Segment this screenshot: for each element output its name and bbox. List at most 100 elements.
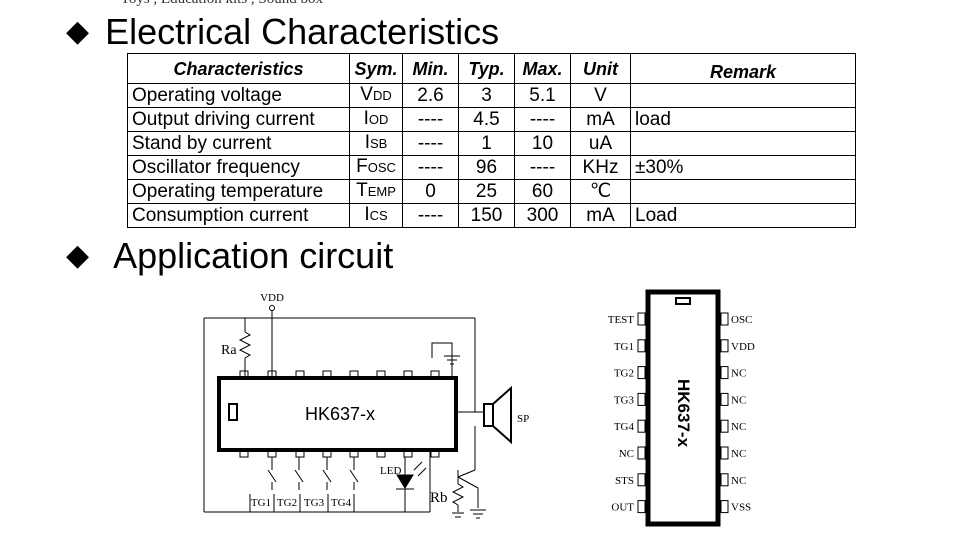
diamond-bullet-icon: ◆ <box>66 15 90 48</box>
characteristic-cell: Operating temperature <box>127 179 350 204</box>
rb-label: Rb <box>430 490 448 506</box>
tg-switches <box>267 457 359 490</box>
unit-cell: mA <box>570 107 631 132</box>
unit-cell: uA <box>570 131 631 156</box>
pin-box <box>720 419 729 433</box>
chip-top-pins <box>239 370 440 379</box>
remark-cell <box>630 179 856 204</box>
pinout-right-labels: OSC VDD NC NC NC NC NC VSS <box>731 314 755 514</box>
table-header-row: Characteristics Sym. Min. Typ. Max. Unit… <box>127 53 856 84</box>
pinout-right-pins <box>720 312 729 514</box>
column-header: Characteristics <box>127 53 350 84</box>
vdd-label: VDD <box>260 292 284 304</box>
max-cell: 300 <box>514 203 571 228</box>
remark-cell: ±30% <box>630 155 856 180</box>
hk637-chip-body <box>217 376 458 452</box>
chip-label: HK637-x <box>305 404 375 424</box>
svg-text:TG1: TG1 <box>251 497 271 509</box>
pin-box <box>720 446 729 460</box>
column-header: Remark <box>630 53 856 84</box>
symbol-cell: VDD <box>349 83 403 108</box>
remark-cell: Load <box>630 203 856 228</box>
pin-label: OSC <box>731 314 752 326</box>
svg-text:TG4: TG4 <box>331 497 352 509</box>
characteristic-cell: Output driving current <box>127 107 350 132</box>
pin-label: STS <box>615 475 634 487</box>
pin-label: TG2 <box>614 368 634 380</box>
unit-cell: ℃ <box>570 179 631 204</box>
pin-box <box>637 419 646 433</box>
speaker-label: SP <box>517 413 529 425</box>
pin-label: NC <box>731 448 746 460</box>
pin-label: TG1 <box>614 341 634 353</box>
speaker-icon <box>483 403 494 427</box>
pin-box <box>637 366 646 380</box>
column-header: Typ. <box>458 53 515 84</box>
pin-box <box>637 312 646 326</box>
pin-label: NC <box>731 394 746 406</box>
pin-box <box>720 392 729 406</box>
pin-label: NC <box>731 421 746 433</box>
pin-label: VDD <box>731 341 755 353</box>
unit-cell: mA <box>570 203 631 228</box>
column-header: Max. <box>514 53 571 84</box>
transistor-icon <box>457 469 476 478</box>
unit-cell: V <box>570 83 631 108</box>
pin-label: NC <box>731 475 746 487</box>
typ-cell: 1 <box>458 131 515 156</box>
typ-cell: 4.5 <box>458 107 515 132</box>
symbol-cell: ICS <box>349 203 403 228</box>
pin-label: TEST <box>608 314 635 326</box>
pin-box <box>637 500 646 514</box>
symbol-cell: TEMP <box>349 179 403 204</box>
pin-box <box>720 366 729 380</box>
pin-box <box>720 339 729 353</box>
vdd-terminal <box>269 305 275 311</box>
unit-cell: KHz <box>570 155 631 180</box>
max-cell: ---- <box>514 155 571 180</box>
pin-box <box>637 339 646 353</box>
max-cell: 60 <box>514 179 571 204</box>
electrical-characteristics-heading: ◆ Electrical Characteristics <box>66 14 499 50</box>
symbol-cell: IOD <box>349 107 403 132</box>
remark-cell <box>630 131 856 156</box>
typ-cell: 3 <box>458 83 515 108</box>
ground-icon <box>444 355 460 365</box>
column-header: Sym. <box>349 53 403 84</box>
pin-box <box>637 392 646 406</box>
pinout-chip-label: HK637-x <box>674 379 693 448</box>
characteristic-cell: Stand by current <box>127 131 350 156</box>
column-header: Unit <box>570 53 631 84</box>
pin-box <box>720 500 729 514</box>
pin-label: NC <box>731 368 746 380</box>
characteristic-cell: Consumption current <box>127 203 350 228</box>
characteristic-cell: Operating voltage <box>127 83 350 108</box>
electrical-characteristics-table: Characteristics Sym. Min. Typ. Max. Unit… <box>127 53 856 228</box>
pinout-chip-body <box>645 289 721 527</box>
characteristic-cell: Oscillator frequency <box>127 155 350 180</box>
pin-box <box>637 473 646 487</box>
pin-label: NC <box>619 448 634 460</box>
led-label: LED <box>380 465 401 477</box>
pin-label: OUT <box>611 502 634 514</box>
min-cell: ---- <box>402 203 459 228</box>
svg-text:TG3: TG3 <box>304 497 325 509</box>
ra-label: Ra <box>221 343 237 358</box>
chip-bottom-pins <box>239 449 440 458</box>
led-icon <box>396 474 414 489</box>
application-circuit-heading: ◆ Application circuit <box>66 238 393 274</box>
pin-box <box>637 446 646 460</box>
application-circuit-title: Application circuit <box>113 235 394 276</box>
max-cell: ---- <box>514 107 571 132</box>
electrical-characteristics-title: Electrical Characteristics <box>105 11 500 52</box>
pin-label: TG3 <box>614 394 635 406</box>
typ-cell: 25 <box>458 179 515 204</box>
remark-cell: load <box>630 107 856 132</box>
rb-resistor <box>451 483 465 506</box>
pin-label: VSS <box>731 502 751 514</box>
